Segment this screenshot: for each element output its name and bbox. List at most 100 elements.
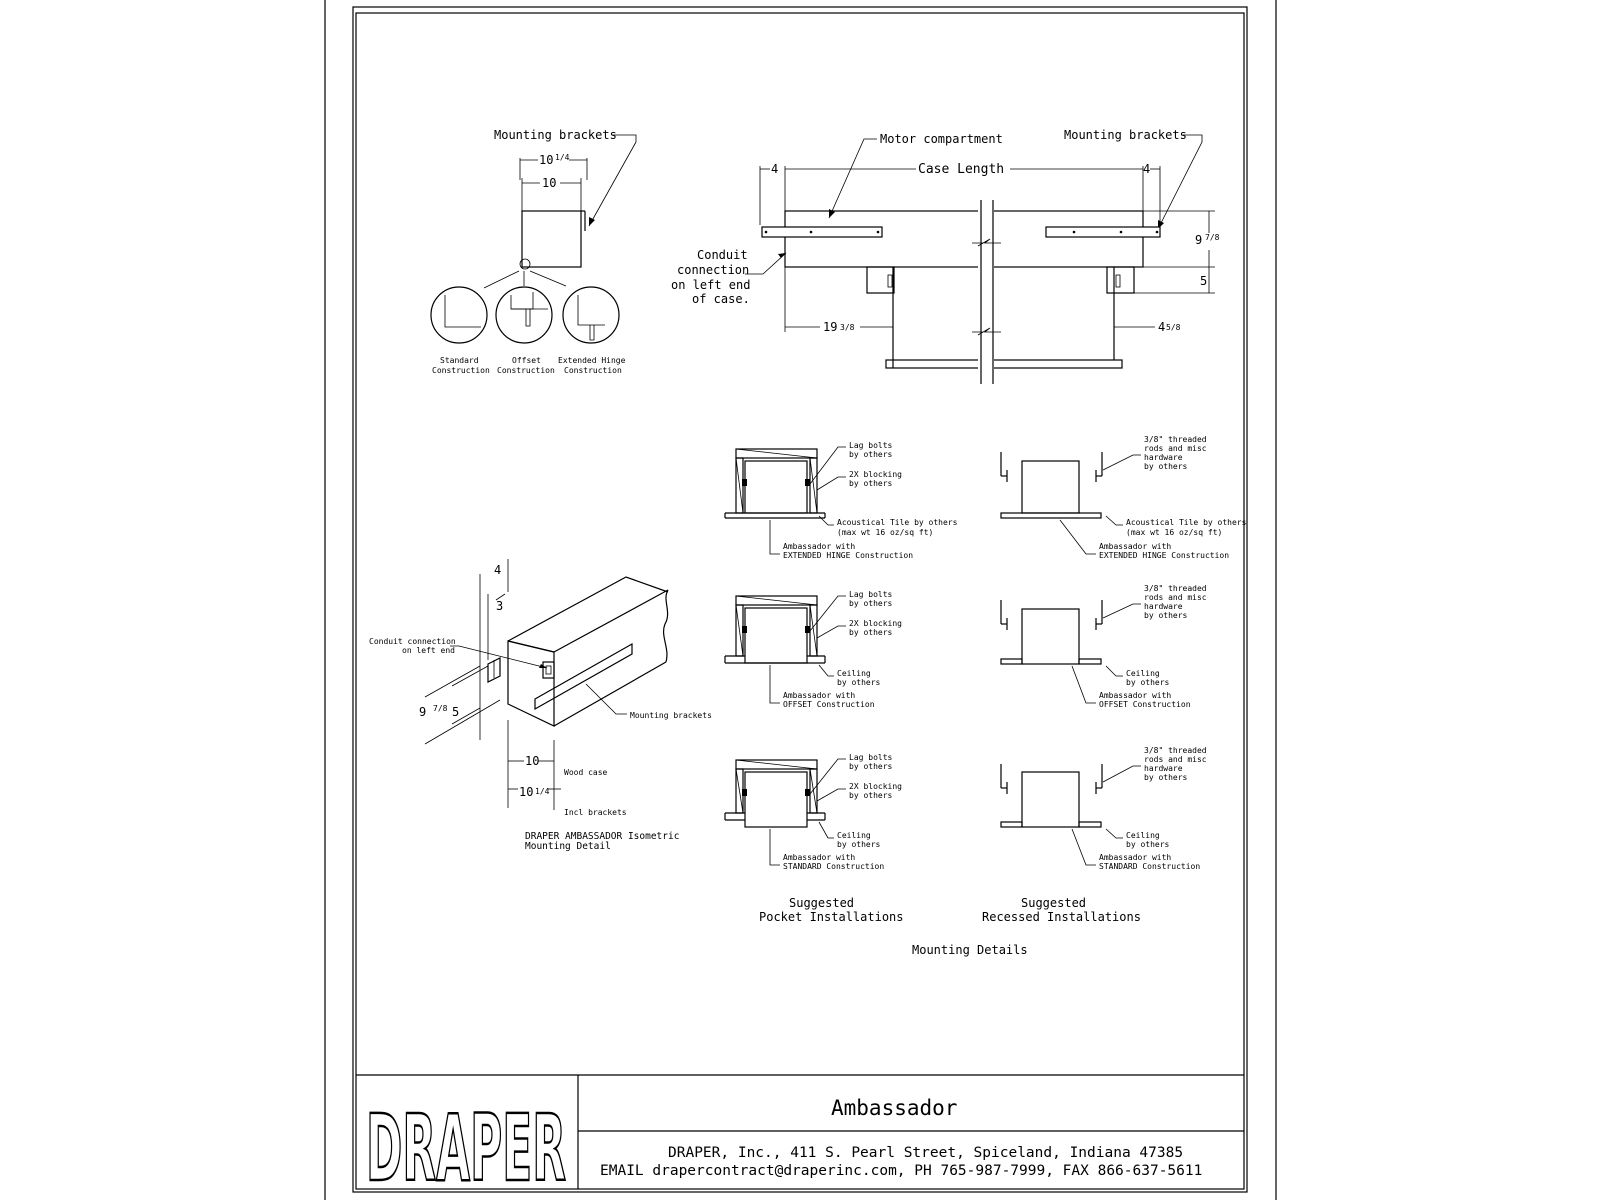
svg-text:STANDARD Construction: STANDARD Construction: [1099, 862, 1200, 871]
recessed-extended-hinge: 3/8" threaded rods and misc hardware by …: [1000, 435, 1247, 560]
motor-compartment-label: Motor compartment: [880, 132, 1003, 146]
svg-text:Pocket Installations: Pocket Installations: [759, 910, 904, 924]
svg-text:Lag bolts: Lag bolts: [849, 753, 893, 762]
draper-logo: DRAPER: [366, 1095, 566, 1200]
iso-dim-mid: 3: [496, 599, 503, 613]
svg-text:of case.: of case.: [692, 292, 750, 306]
svg-text:hardware: hardware: [1144, 764, 1183, 773]
svg-text:3/8" threaded: 3/8" threaded: [1144, 435, 1207, 444]
isometric-detail: 4 3 Conduit connection on left end 9 7/8…: [369, 559, 712, 852]
svg-text:by others: by others: [1144, 773, 1188, 782]
svg-text:rods and misc: rods and misc: [1144, 444, 1207, 453]
svg-text:by others: by others: [849, 791, 893, 800]
iso-dim-height-frac: 7/8: [433, 704, 448, 713]
svg-text:Acoustical Tile by others: Acoustical Tile by others: [837, 518, 958, 527]
svg-text:2X blocking: 2X blocking: [849, 782, 902, 791]
svg-text:Ambassador with: Ambassador with: [783, 542, 855, 551]
svg-text:by others: by others: [1126, 840, 1170, 849]
side-mounting-brackets-label: Mounting brackets: [1064, 128, 1187, 142]
svg-text:Construction: Construction: [564, 366, 622, 375]
svg-text:by others: by others: [837, 678, 881, 687]
svg-text:Mounting Detail: Mounting Detail: [525, 841, 611, 852]
pocket-installations: Lag bolts by others 2X blocking by other…: [724, 441, 958, 924]
iso-dim-width2-frac: 1/4: [535, 787, 550, 796]
svg-text:by others: by others: [849, 450, 893, 459]
svg-text:on left end: on left end: [402, 646, 455, 655]
dim-right-offset: 4: [1143, 162, 1150, 176]
svg-text:by others: by others: [1144, 611, 1188, 620]
dim-left-offset: 4: [771, 162, 778, 176]
pocket-caption-line1: Suggested: [789, 896, 854, 910]
iso-dim-width2: 10: [519, 785, 533, 799]
right-mounting-bracket: [1045, 226, 1161, 238]
svg-text:hardware: hardware: [1144, 602, 1183, 611]
svg-text:Offset: Offset: [512, 356, 541, 365]
svg-text:OFFSET Construction: OFFSET Construction: [783, 700, 875, 709]
iso-dim-top: 4: [494, 563, 501, 577]
dim-left-width: 19: [823, 320, 837, 334]
svg-text:connection: connection: [677, 263, 749, 277]
svg-text:rods and misc: rods and misc: [1144, 755, 1207, 764]
svg-text:Ambassador with: Ambassador with: [1099, 542, 1171, 551]
iso-dim-height: 9: [419, 705, 426, 719]
svg-text:Construction: Construction: [497, 366, 555, 375]
svg-text:Ambassador with: Ambassador with: [1099, 853, 1171, 862]
end-view-detail: Mounting brackets 10 1/4 10 Standard Con…: [430, 128, 637, 375]
svg-text:Lag bolts: Lag bolts: [849, 590, 893, 599]
svg-text:2X blocking: 2X blocking: [849, 470, 902, 479]
side-view-detail: Motor compartment Mounting brackets 4 4 …: [671, 128, 1220, 384]
iso-dim-width: 10: [525, 754, 539, 768]
incl-brackets-label: Incl brackets: [564, 808, 627, 817]
svg-text:Acoustical Tile by others: Acoustical Tile by others: [1126, 518, 1247, 527]
dim-left-width-frac: 3/8: [840, 323, 855, 332]
side-conduit-line1: Conduit: [697, 248, 748, 262]
recessed-caption-line1: Suggested: [1021, 896, 1086, 910]
svg-text:OFFSET Construction: OFFSET Construction: [1099, 700, 1191, 709]
svg-text:Ambassador with: Ambassador with: [783, 853, 855, 862]
svg-text:by others: by others: [849, 628, 893, 637]
svg-text:by others: by others: [849, 599, 893, 608]
svg-text:Ceiling: Ceiling: [837, 831, 871, 840]
iso-conduit-line1: Conduit connection: [369, 637, 456, 646]
dim-right-width: 4: [1158, 320, 1165, 334]
pocket-standard: Lag bolts by others 2X blocking by other…: [724, 753, 902, 871]
svg-text:by others: by others: [837, 840, 881, 849]
svg-text:by others: by others: [1126, 678, 1170, 687]
dim-lower: 5: [1200, 274, 1207, 288]
dim-outer-width: 10: [539, 153, 553, 167]
svg-text:3/8" threaded: 3/8" threaded: [1144, 746, 1207, 755]
extended-hinge-construction-detail: Extended Hinge Construction: [558, 286, 626, 375]
svg-text:EXTENDED HINGE Construction: EXTENDED HINGE Construction: [1099, 551, 1229, 560]
company-contact: EMAIL drapercontract@draperinc.com, PH 7…: [600, 1163, 1202, 1179]
pocket-extended-hinge: Lag bolts by others 2X blocking by other…: [724, 441, 958, 560]
dim-right-width-frac: 5/8: [1166, 323, 1181, 332]
svg-text:Recessed Installations: Recessed Installations: [982, 910, 1141, 924]
svg-text:by others: by others: [849, 479, 893, 488]
svg-text:(max wt 16 oz/sq ft): (max wt 16 oz/sq ft): [1126, 528, 1222, 537]
iso-caption-line1: DRAPER AMBASSADOR Isometric: [525, 831, 679, 842]
mounting-brackets-label: Mounting brackets: [494, 128, 617, 142]
svg-text:2X blocking: 2X blocking: [849, 619, 902, 628]
recessed-standard: 3/8" threaded rods and misc hardware by …: [1000, 746, 1207, 871]
svg-text:Ceiling: Ceiling: [1126, 669, 1160, 678]
offset-construction-detail: Offset Construction: [495, 286, 555, 375]
iso-dim-inner: 5: [452, 705, 459, 719]
svg-text:Construction: Construction: [432, 366, 490, 375]
svg-text:by others: by others: [1144, 462, 1188, 471]
svg-text:rods and misc: rods and misc: [1144, 593, 1207, 602]
svg-text:Extended Hinge: Extended Hinge: [558, 356, 626, 365]
svg-text:by others: by others: [849, 762, 893, 771]
svg-text:Standard: Standard: [440, 356, 479, 365]
left-mounting-bracket: [761, 226, 883, 238]
product-name: Ambassador: [831, 1096, 957, 1120]
svg-text:on left end: on left end: [671, 278, 750, 292]
svg-text:EXTENDED HINGE Construction: EXTENDED HINGE Construction: [783, 551, 913, 560]
svg-text:(max wt 16 oz/sq ft): (max wt 16 oz/sq ft): [837, 528, 933, 537]
dim-case-height: 9: [1195, 233, 1202, 247]
standard-construction-detail: Standard Construction: [430, 286, 490, 375]
dim-outer-width-frac: 1/4: [555, 153, 570, 162]
svg-text:3/8" threaded: 3/8" threaded: [1144, 584, 1207, 593]
recessed-offset: 3/8" threaded rods and misc hardware by …: [1000, 584, 1207, 709]
svg-text:Ceiling: Ceiling: [837, 669, 871, 678]
